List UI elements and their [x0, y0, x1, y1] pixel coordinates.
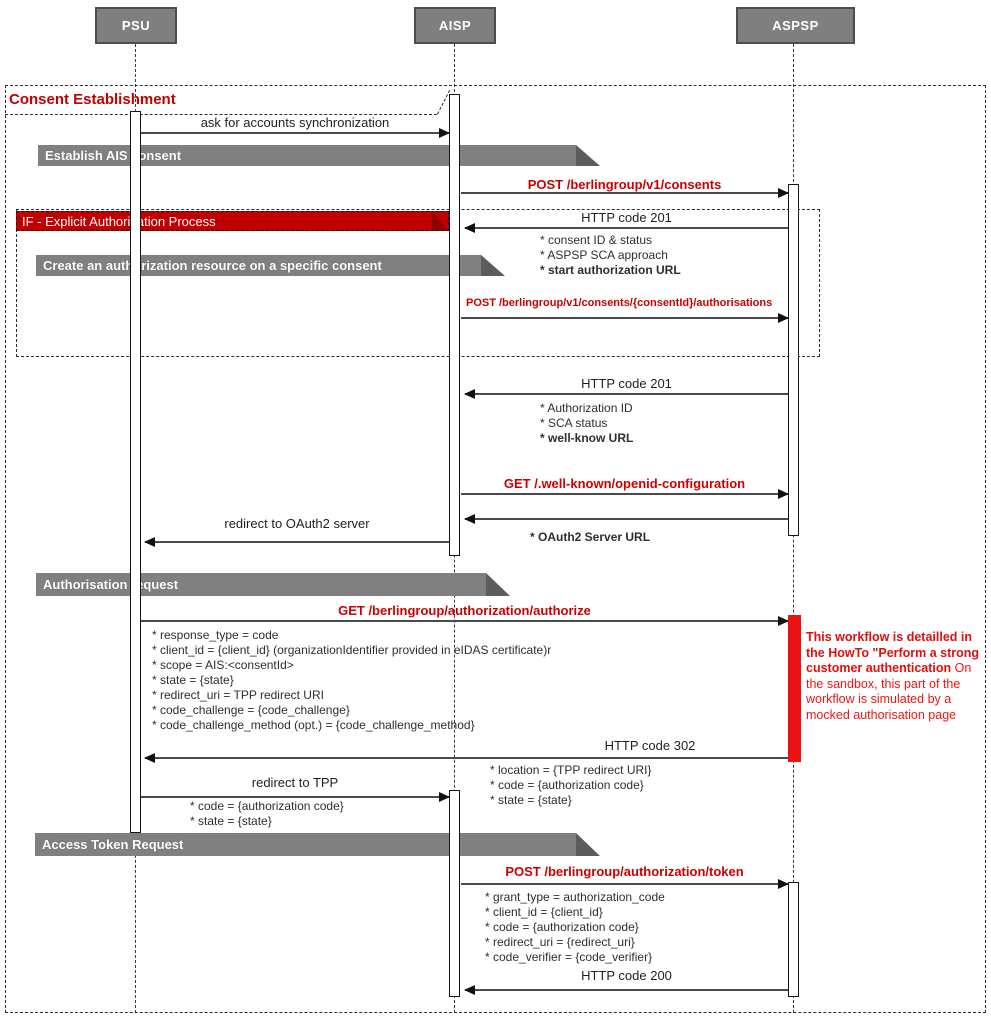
message-arrow-http201-auth	[464, 389, 788, 399]
note-line: * redirect_uri = {redirect_uri}	[485, 935, 635, 949]
note-line: * location = {TPP redirect URI}	[490, 763, 652, 777]
message-arrow-http201-consents	[464, 223, 788, 233]
message-arrow-post-authorisations	[461, 313, 789, 323]
arrowhead-left-icon	[464, 389, 475, 399]
if-fragment-region	[16, 209, 820, 357]
note-line: * state = {state}	[190, 814, 272, 828]
arrowhead-right-icon	[439, 792, 450, 802]
note-line: * grant_type = authorization_code	[485, 890, 665, 904]
sidenote-bold-text: This workflow is detailled in the HowTo …	[806, 630, 980, 675]
note-oauth2-server-url: * OAuth2 Server URL	[530, 530, 650, 545]
message-label-http302: HTTP code 302	[604, 738, 696, 753]
sequence-frame	[5, 85, 986, 1013]
activation-bar-aisp-2	[449, 790, 460, 997]
message-arrow-redirect-tpp	[141, 792, 450, 802]
if-fragment-label: IF - Explicit Authorization Process	[22, 213, 216, 229]
note-banner-create-authorization: Create an authorization resource on a sp…	[36, 255, 505, 276]
frame-label-bottom-edge	[5, 114, 437, 115]
note-line: * well-know URL	[540, 431, 634, 445]
message-label-post-authorisations: POST /berlingroup/v1/consents/{consentId…	[466, 297, 773, 309]
note-http302-params: * location = {TPP redirect URI} * code =…	[490, 763, 652, 808]
activation-bar-aspsp-mocked-auth	[788, 615, 801, 762]
note-line: * Authorization ID	[540, 401, 633, 415]
activation-bar-aspsp-2	[788, 882, 799, 997]
activation-bar-psu	[130, 111, 141, 833]
actor-box-aisp: AISP	[414, 7, 496, 44]
note-consent-response: * consent ID & status * ASPSP SCA approa…	[540, 233, 681, 278]
note-line: * code = {authorization code}	[490, 778, 644, 792]
message-label-get-authorize: GET /berlingroup/authorization/authorize	[338, 603, 591, 618]
note-authorize-params: * response_type = code * client_id = {cl…	[152, 628, 551, 733]
note-line: * SCA status	[540, 416, 608, 430]
note-line: * response_type = code	[152, 628, 279, 642]
message-arrow-redirect-oauth2	[144, 537, 449, 547]
note-line: * code = {authorization code}	[485, 920, 639, 934]
message-label-ask-sync: ask for accounts synchronization	[200, 115, 390, 130]
note-banner-authorisation-request: Authorisation request	[36, 573, 510, 596]
note-line: * code = {authorization code}	[190, 799, 344, 813]
actor-box-psu: PSU	[95, 7, 177, 44]
note-banner-label: Establish AIS consent	[45, 148, 182, 163]
message-arrow-ask-sync	[141, 128, 450, 138]
if-fragment-banner: IF - Explicit Authorization Process	[16, 211, 449, 231]
message-arrow-http302	[144, 753, 788, 763]
note-line: * code_challenge_method (opt.) = {code_c…	[152, 718, 475, 732]
message-label-redirect-oauth2: redirect to OAuth2 server	[224, 516, 370, 531]
message-label-post-token: POST /berlingroup/authorization/token	[505, 864, 744, 879]
arrowhead-left-icon	[464, 514, 475, 524]
note-line: * OAuth2 Server URL	[530, 530, 651, 544]
note-line: * code_verifier = {code_verifier}	[485, 950, 653, 964]
message-arrow-oauth2-server-url	[464, 514, 788, 524]
message-arrow-get-authorize	[141, 616, 789, 626]
message-label-http201-consents: HTTP code 201	[581, 210, 672, 225]
note-banner-label: Access Token Request	[42, 837, 184, 852]
note-authorization-response: * Authorization ID * SCA status * well-k…	[540, 401, 633, 446]
note-line: * consent ID & status	[540, 233, 653, 247]
arrowhead-right-icon	[778, 188, 789, 198]
arrowhead-right-icon	[778, 313, 789, 323]
activation-bar-aisp-1	[449, 94, 460, 556]
note-line: * code_challenge = {code_challenge}	[152, 703, 350, 717]
note-line: * redirect_uri = TPP redirect URI	[152, 688, 324, 702]
message-label-http201-auth: HTTP code 201	[581, 376, 672, 391]
arrowhead-left-icon	[144, 753, 155, 763]
message-arrow-http200	[464, 985, 788, 995]
note-line: * start authorization URL	[540, 263, 681, 277]
actor-label-psu: PSU	[121, 18, 151, 33]
note-banner-establish-ais: Establish AIS consent	[38, 145, 600, 166]
note-line: * client_id = {client_id}	[485, 905, 603, 919]
message-label-redirect-tpp: redirect to TPP	[251, 775, 339, 790]
message-arrow-post-token	[461, 879, 789, 889]
message-arrow-get-wellknown	[461, 489, 789, 499]
note-token-params: * grant_type = authorization_code * clie…	[485, 890, 665, 965]
actor-label-aspsp: ASPSP	[772, 18, 819, 33]
note-banner-label: Create an authorization resource on a sp…	[43, 258, 382, 273]
note-line: * client_id = {client_id} (organizationI…	[152, 643, 552, 657]
note-line: * ASPSP SCA approach	[540, 248, 668, 262]
message-label-get-wellknown: GET /.well-known/openid-configuration	[503, 476, 746, 491]
arrowhead-right-icon	[439, 128, 450, 138]
arrowhead-left-icon	[464, 985, 475, 995]
note-line: * scope = AIS:<consentId>	[152, 658, 294, 672]
fold-corner	[432, 212, 448, 230]
sidenote-workflow-detail: This workflow is detailled in the HowTo …	[806, 630, 989, 723]
message-label-http200: HTTP code 200	[581, 968, 672, 983]
activation-bar-aspsp-1	[788, 184, 799, 536]
note-banner-label: Authorisation request	[43, 577, 179, 592]
message-label-post-consents: POST /berlingroup/v1/consents	[527, 177, 722, 192]
note-line: * state = {state}	[490, 793, 572, 807]
arrowhead-left-icon	[144, 537, 155, 547]
message-arrow-post-consents	[461, 188, 789, 198]
note-banner-access-token-request: Access Token Request	[35, 833, 600, 856]
frame-title: Consent Establishment	[9, 91, 176, 108]
arrowhead-left-icon	[464, 223, 475, 233]
arrowhead-right-icon	[778, 616, 789, 626]
arrowhead-right-icon	[778, 489, 789, 499]
note-redirect-tpp-params: * code = {authorization code} * state = …	[190, 799, 344, 829]
sidenote-regular-text: On the sandbox, this part of the workflo…	[806, 661, 972, 722]
note-line: * state = {state}	[152, 673, 234, 687]
actor-box-aspsp: ASPSP	[736, 7, 855, 44]
arrowhead-right-icon	[778, 879, 789, 889]
actor-label-aisp: AISP	[438, 18, 472, 33]
